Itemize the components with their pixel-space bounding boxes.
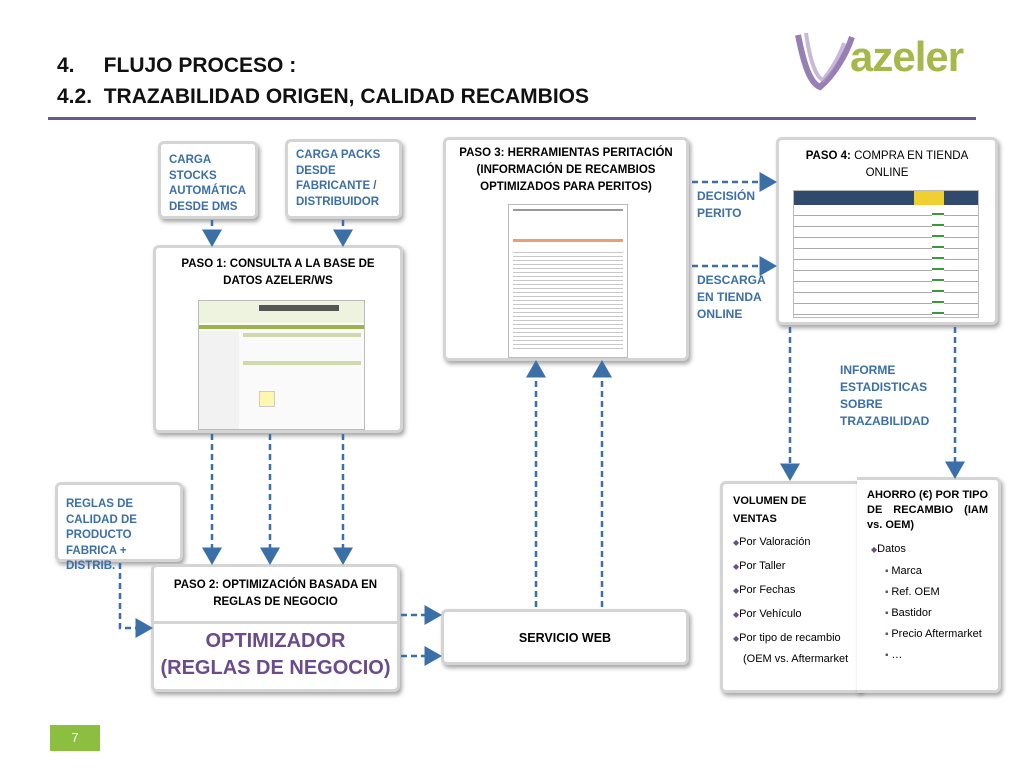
title-line-1: 4. FLUJO PROCESO : <box>57 54 297 77</box>
volumen-title: VOLUMEN DE VENTAS <box>733 495 807 525</box>
ahorro-item: Ref. OEM <box>885 585 988 600</box>
header-rule <box>48 117 976 120</box>
servicio-web-label: SERVICIO WEB <box>518 631 612 645</box>
paso4-title-bold: PASO 4: <box>805 150 851 162</box>
carga-packs-label: CARGA PACKS DESDE FABRICANTE / DISTRIBUI… <box>296 149 381 208</box>
carga-stocks-label: CARGA STOCKS AUTOMÁTICA DESDE DMS <box>169 154 246 213</box>
paso1-box: PASO 1: CONSULTA A LA BASE DE DATOS AZEL… <box>153 245 403 433</box>
ahorro-box: AHORRO (€) POR TIPO DE RECAMBIO (IAM vs.… <box>857 477 1001 693</box>
reglas-box: REGLAS DE CALIDAD DE PRODUCTO FABRICA + … <box>55 482 183 572</box>
ahorro-datos: Datos <box>871 539 984 560</box>
reglas-label: REGLAS DE CALIDAD DE PRODUCTO FABRICA + … <box>66 498 137 572</box>
paso1-screenshot <box>198 300 365 430</box>
paso4-box: PASO 4: COMPRA EN TIENDA ONLINE <box>776 137 998 325</box>
paso2-title: PASO 2: OPTIMIZACIÓN BASADA EN REGLAS DE… <box>173 579 378 608</box>
ahorro-item: Marca <box>885 564 988 579</box>
logo-mark-icon <box>795 32 855 91</box>
paso4-title: PASO 4: COMPRA EN TIENDA ONLINE <box>779 140 995 182</box>
paso4-screenshot <box>793 190 979 318</box>
descarga-label: DESCARGA EN TIENDA ONLINE <box>697 273 766 321</box>
logo: azeler <box>790 25 980 105</box>
volumen-item: Por tipo de recambio (OEM vs. Aftermarke… <box>733 628 849 669</box>
ahorro-datos-list: Datos <box>857 537 998 560</box>
servicio-web-box: SERVICIO WEB <box>441 609 689 665</box>
decision-perito-label: DECISIÓN PERITO <box>697 189 756 220</box>
paso2-box: PASO 2: OPTIMIZACIÓN BASADA EN REGLAS DE… <box>151 564 400 692</box>
carga-packs-box: CARGA PACKS DESDE FABRICANTE / DISTRIBUI… <box>285 139 402 219</box>
logo-text: azeler <box>850 33 964 80</box>
volumen-item: Por Fechas <box>733 580 849 601</box>
optimizador-line2: (REGLAS DE NEGOCIO) <box>160 657 391 679</box>
paso1-title: PASO 1: CONSULTA A LA BASE DE DATOS AZEL… <box>181 258 375 287</box>
volumen-item: Por Valoración <box>733 532 849 553</box>
informe-label: INFORME ESTADISTICAS SOBRE TRAZABILIDAD <box>840 363 930 428</box>
volumen-list: Por Valoración Por Taller Por Fechas Por… <box>723 532 859 669</box>
ahorro-item: Precio Aftermarket <box>885 627 988 642</box>
ahorro-title: AHORRO (€) POR TIPO DE RECAMBIO (IAM vs.… <box>867 489 989 531</box>
optimizador-line1: OPTIMIZADOR <box>205 630 346 652</box>
paso3-box: PASO 3: HERRAMIENTAS PERITACIÓN (INFORMA… <box>443 137 689 361</box>
paso3-title: PASO 3: HERRAMIENTAS PERITACIÓN (INFORMA… <box>459 147 673 193</box>
volumen-item: Por Taller <box>733 556 849 577</box>
volumen-box: VOLUMEN DE VENTAS Por Valoración Por Tal… <box>720 481 862 693</box>
volumen-item: Por Vehículo <box>733 604 849 625</box>
carga-stocks-box: CARGA STOCKS AUTOMÁTICA DESDE DMS <box>158 141 258 219</box>
page-number: 7 <box>50 725 100 751</box>
paso2-divider <box>154 621 397 624</box>
paso4-title-rest: COMPRA EN TIENDA ONLINE <box>850 150 969 179</box>
paso3-screenshot <box>508 204 628 358</box>
title-line-2: 4.2. TRAZABILIDAD ORIGEN, CALIDAD RECAMB… <box>57 85 590 108</box>
ahorro-item: Bastidor <box>885 606 988 621</box>
ahorro-items-list: Marca Ref. OEM Bastidor Precio Aftermark… <box>857 564 998 663</box>
ahorro-item: … <box>885 648 988 663</box>
